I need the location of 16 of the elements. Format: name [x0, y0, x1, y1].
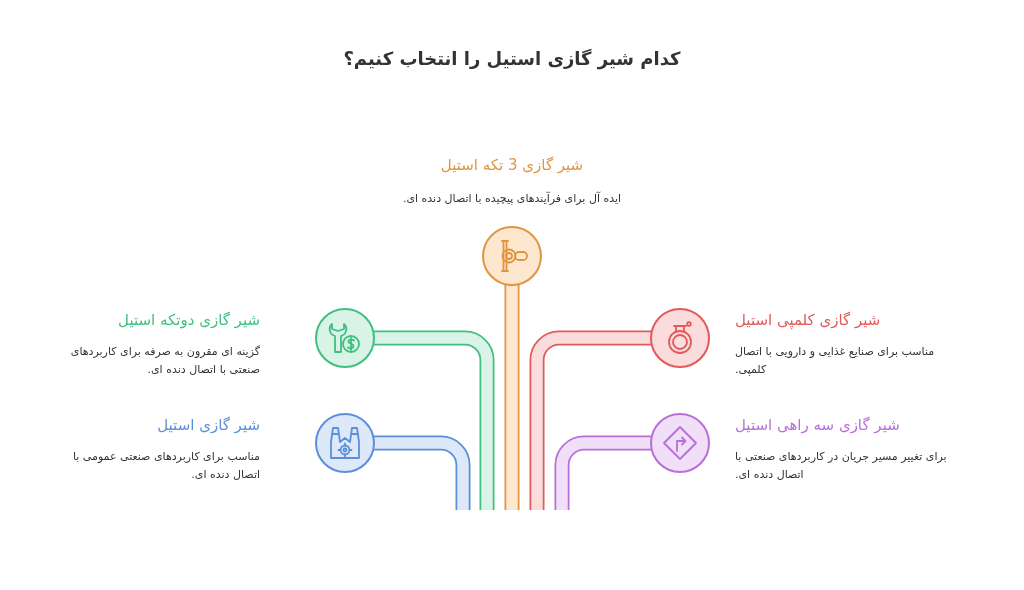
option-title: شیر گازی استیل [156, 415, 260, 435]
option-description: برای تغییر مسیر جریان در کاربردهای صنعتی با اتصال دنده ای. [735, 449, 948, 483]
option-title: شیر گازی سه راهی استیل [735, 415, 901, 435]
option-title: شیر گازی دوتکه استیل [117, 310, 260, 330]
turn-sign-icon [650, 413, 710, 473]
title: کدام شیر گازی استیل را انتخاب کنیم؟ [343, 47, 681, 71]
wrench-dollar-icon [315, 308, 375, 368]
ring-icon [650, 308, 710, 368]
option-description: مناسب برای صنایع غذایی و دارویی با اتصال کلمپی. [735, 344, 936, 378]
option-description: مناسب برای کاربردهای صنعتی عمومی با اتصال دنده ای. [71, 449, 260, 483]
option-description: گزینه ای مقرون به صرفه برای کاربردهای صنعتی با اتصال دنده ای. [69, 344, 260, 378]
option-title: شیر گازی کلمپی استیل [735, 310, 882, 330]
valve-icon [482, 226, 542, 286]
option-description: ایده آل برای فرآیندهای پیچیده با اتصال دنده ای. [401, 190, 623, 207]
factory-icon [315, 413, 375, 473]
option-title: شیر گازی 3 تکه استیل [439, 155, 585, 175]
